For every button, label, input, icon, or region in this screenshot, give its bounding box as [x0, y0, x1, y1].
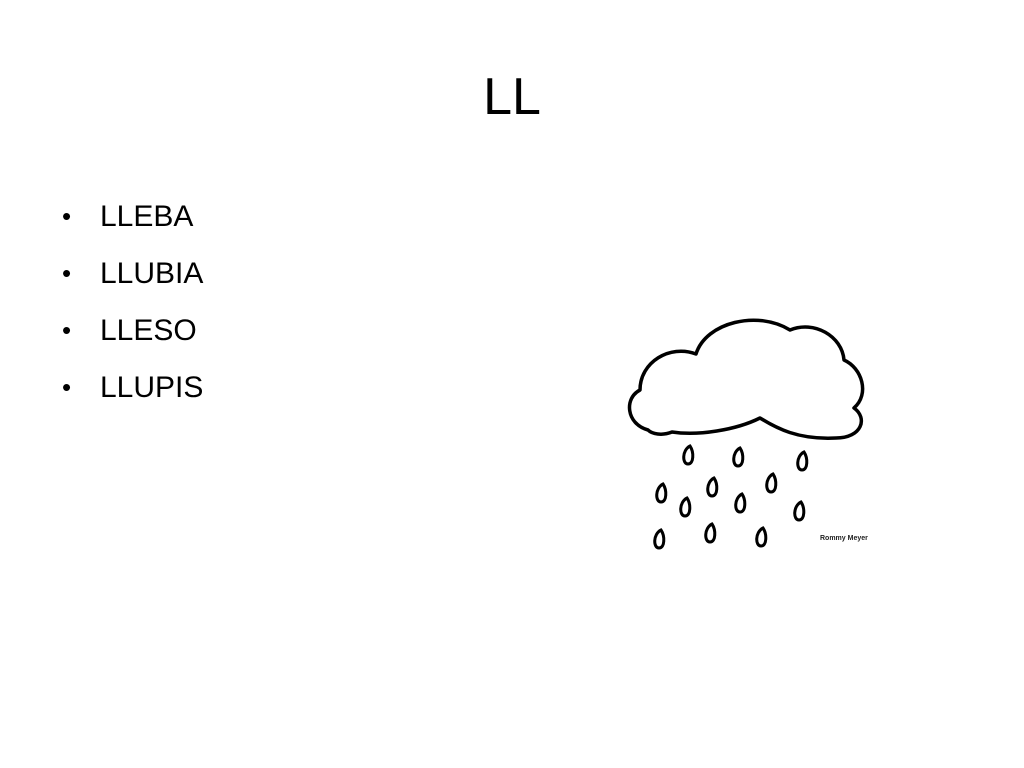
- list-item-label: LLUBIA: [100, 256, 204, 290]
- bullet-list: • LLEBA • LLUBIA • LLESO • LLUPIS: [62, 188, 203, 416]
- bullet-dot: •: [62, 258, 72, 288]
- watermark: Rommy Meyer: [820, 535, 868, 542]
- raindrop-icon: [796, 450, 809, 472]
- raindrop-icon: [679, 496, 692, 518]
- slide-title: LL: [483, 68, 541, 126]
- raindrop-icon: [655, 482, 668, 504]
- raindrop-icon: [793, 500, 806, 522]
- raindrop-icon: [706, 476, 719, 498]
- list-item: • LLESO: [62, 302, 203, 359]
- list-item-label: LLUPIS: [100, 370, 204, 404]
- raindrop-icon: [734, 492, 747, 514]
- raindrop-icon: [682, 444, 695, 466]
- raindrop-icon: [755, 526, 768, 548]
- cloud-shape: [627, 318, 865, 440]
- raindrop-icon: [732, 446, 745, 468]
- list-item: • LLUBIA: [62, 245, 203, 302]
- raindrop-icon: [704, 522, 717, 544]
- bullet-dot: •: [62, 372, 72, 402]
- list-item: • LLEBA: [62, 188, 203, 245]
- list-item-label: LLEBA: [100, 199, 194, 233]
- raindrop-icon: [765, 472, 778, 494]
- rain-cloud-icon: [627, 318, 865, 550]
- bullet-dot: •: [62, 201, 72, 231]
- list-item: • LLUPIS: [62, 359, 203, 416]
- raindrop-icon: [653, 528, 666, 550]
- bullet-dot: •: [62, 315, 72, 345]
- list-item-label: LLESO: [100, 313, 197, 347]
